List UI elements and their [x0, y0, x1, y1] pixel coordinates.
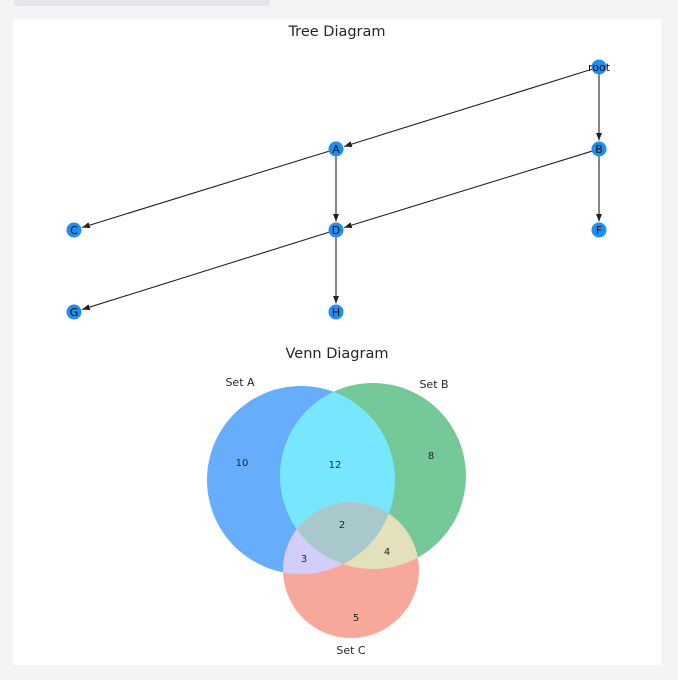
tree-node-A: [328, 141, 344, 157]
tree-node-root: [591, 59, 607, 75]
tree-edge-A-C: [81, 150, 329, 229]
tree-node-label-B: B: [595, 143, 603, 156]
region-a-only-value: 10: [236, 458, 249, 469]
tree-node-H: [328, 304, 344, 320]
tree-title: Tree Diagram: [287, 24, 385, 40]
region-c-only-value: 5: [353, 613, 359, 624]
tree-node-B: [591, 141, 607, 157]
tree-edge-D-G: [81, 231, 330, 311]
tree-node-D: [328, 222, 344, 238]
tree-node-label-G: G: [70, 306, 79, 319]
region-a-b-c-value: 2: [339, 520, 345, 531]
venn-circles: [207, 383, 466, 638]
tree-node-label-D: D: [332, 224, 340, 237]
set-a-label: Set A: [225, 376, 255, 389]
region-a-b-value: 12: [329, 460, 342, 471]
tree-node-label-A: A: [332, 143, 340, 156]
region-b-c-value: 4: [384, 547, 390, 558]
venn-title: Venn Diagram: [286, 346, 389, 362]
tree-node-label-C: C: [70, 224, 78, 237]
set-b-label: Set B: [419, 378, 448, 391]
set-c-label: Set C: [336, 644, 366, 657]
region-b-only-value: 8: [428, 451, 434, 462]
tree-edge-B-D: [343, 150, 592, 229]
top-scroll-bar: [14, 0, 270, 6]
tree-node-C: [66, 222, 82, 238]
tree-node-label-F: F: [596, 224, 602, 237]
region-a-c-value: 3: [301, 554, 307, 565]
tree-node-F: [591, 222, 607, 238]
tree-node-label-root: root: [588, 61, 611, 74]
tree-node-label-H: H: [332, 306, 340, 319]
tree-node-G: [66, 304, 82, 320]
tree-edge-root-A: [343, 68, 593, 148]
tree-edges: [81, 68, 603, 311]
